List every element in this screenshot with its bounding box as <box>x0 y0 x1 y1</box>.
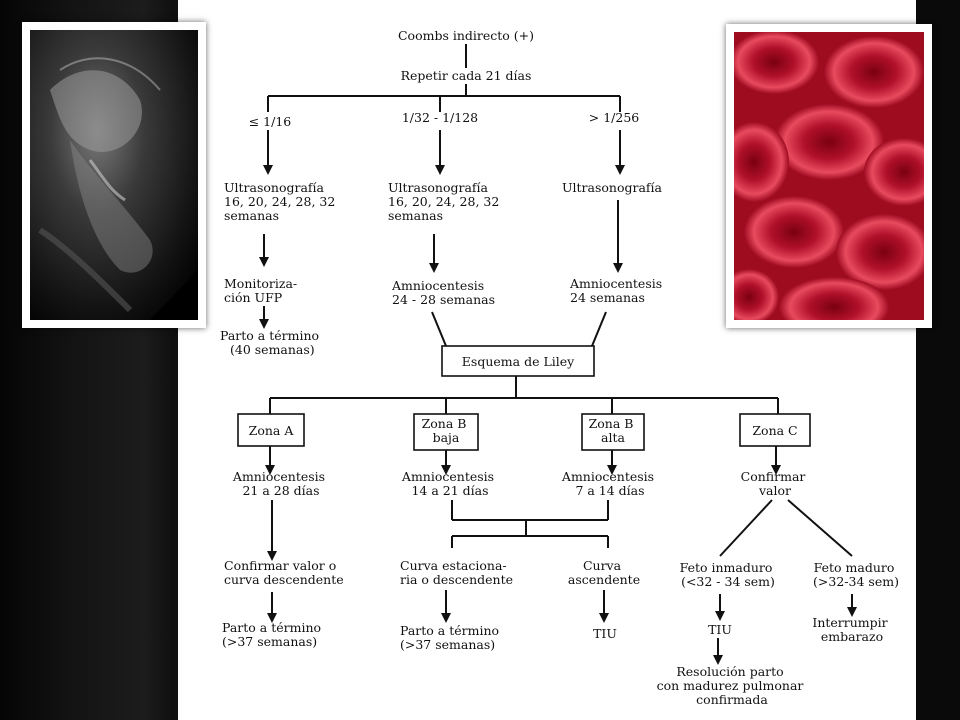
zone-b-low-amnio-node: Amniocentesis 14 a 21 días <box>401 469 498 498</box>
zone-b-stationary-node: Curva estaciona- ria o descendente <box>400 558 513 587</box>
zone-c-resolution-node: Resolución parto con madurez pulmonar co… <box>657 664 808 707</box>
repeat-node: Repetir cada 21 días <box>401 68 532 83</box>
zone-b-ascending-node: Curva ascendente <box>568 558 640 587</box>
zone-c-mature-node: Feto maduro (>32-34 sem) <box>813 560 899 589</box>
zone-c-diverge-right <box>787 499 853 557</box>
right-amnio-node: Amniocentesis 24 semanas <box>569 276 666 305</box>
zone-c-tiu-node: TIU <box>708 622 732 637</box>
zone-a-label: Zona A <box>249 423 295 438</box>
titer-high: > 1/256 <box>589 110 640 125</box>
zone-b-high-label: Zona B alta <box>589 416 638 445</box>
converge-mid <box>431 311 447 347</box>
zone-b-low-label: Zona B baja <box>422 416 471 445</box>
red-blood-cells-photo <box>726 24 932 328</box>
zone-c-label: Zona C <box>752 423 797 438</box>
titer-low: ≤ 1/16 <box>249 114 292 129</box>
ultrasound-photo <box>22 22 206 328</box>
zone-c-box <box>739 413 811 447</box>
zone-a-confirm-node: Confirmar valor o curva descendente <box>224 558 344 587</box>
zone-a-amnio-node: Amniocentesis 21 a 28 días <box>232 469 329 498</box>
mid-us-node: Ultrasonografía 16, 20, 24, 28, 32 seman… <box>388 180 503 223</box>
root-node: Coombs indirecto (+) <box>398 28 534 43</box>
zone-b-partum-node: Parto a término (>37 semanas) <box>400 623 503 652</box>
zone-b-low-box <box>413 413 479 451</box>
zone-b-high-box <box>581 413 645 451</box>
right-us-node: Ultrasonografía <box>562 180 663 195</box>
liley-to-zones <box>269 376 779 414</box>
zone-c-diverge-left <box>719 499 773 557</box>
zone-b-high-amnio-node: Amniocentesis 7 a 14 días <box>561 469 658 498</box>
zone-a-partum-node: Parto a término (>37 semanas) <box>222 620 325 649</box>
mid-amnio-node: Amniocentesis 24 - 28 semanas <box>391 278 495 307</box>
left-monitor-node: Monitoriza- ción UFP <box>224 276 301 305</box>
liley-box <box>441 345 595 377</box>
titer-arrows <box>263 130 625 175</box>
zone-b-merge <box>451 500 609 548</box>
zone-c-interrupt-node: Interrumpir embarazo <box>812 615 891 644</box>
top-connectors <box>267 44 621 112</box>
liley-label: Esquema de Liley <box>462 354 575 369</box>
left-us-node: Ultrasonografía 16, 20, 24, 28, 32 seman… <box>224 180 339 223</box>
converge-right <box>591 311 607 347</box>
titer-mid: 1/32 - 1/128 <box>402 110 478 125</box>
zone-a-box <box>237 413 305 447</box>
ultrasound-image <box>30 30 198 320</box>
red-blood-cells-image <box>734 32 924 320</box>
zone-b-tiu-node: TIU <box>593 626 617 641</box>
left-partum-node: Parto a término (40 semanas) <box>220 328 323 357</box>
zone-c-immature-node: Feto inmaduro (<32 - 34 sem) <box>680 560 777 589</box>
zone-c-confirm-node: Confirmar valor <box>741 469 810 498</box>
